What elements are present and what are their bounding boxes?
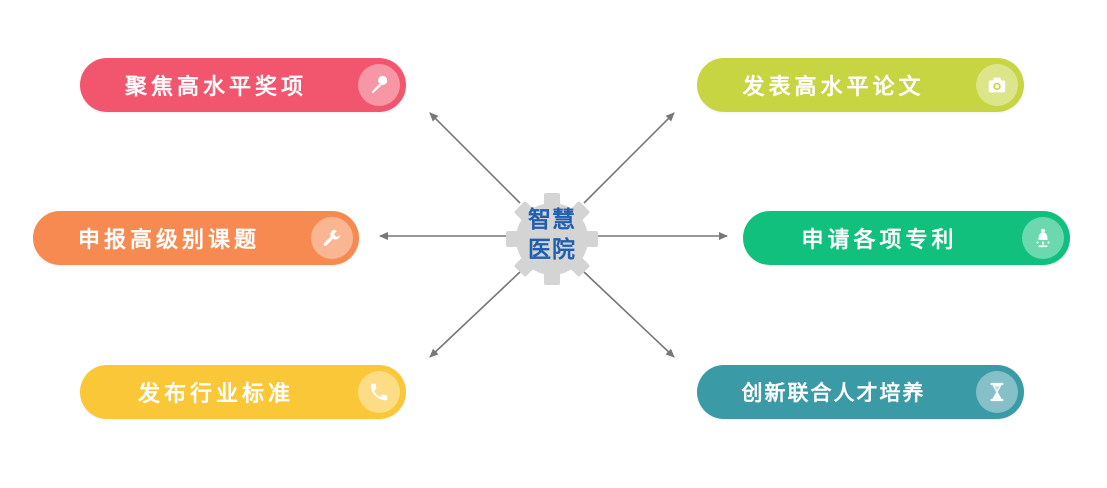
gear-icon [506, 193, 598, 285]
node-patents-label: 申请各项专利 [801, 228, 958, 253]
arrow-to-awards [429, 112, 521, 204]
hub-title-line1: 智慧 [528, 207, 576, 233]
lamp-icon [1022, 217, 1064, 259]
node-talent-label: 创新联合人才培养 [741, 381, 926, 405]
node-standards: 发布行业标准 [80, 365, 406, 419]
node-awards-label: 聚焦高水平奖项 [124, 75, 307, 100]
node-papers-label: 发表高水平论文 [742, 75, 925, 100]
node-standards-label: 发布行业标准 [137, 382, 294, 407]
node-awards: 聚焦高水平奖项 [80, 58, 406, 112]
wrench-icon [311, 217, 353, 259]
node-patents: 申请各项专利 [743, 211, 1070, 265]
node-topics: 申报高级别课题 [33, 211, 359, 265]
node-papers: 发表高水平论文 [697, 58, 1024, 112]
arrow-to-papers [583, 112, 675, 204]
hub-title-line2: 医院 [528, 237, 576, 263]
phone-icon [358, 371, 400, 413]
node-talent: 创新联合人才培养 [697, 365, 1024, 419]
hub-node: 智慧 医院 [506, 193, 598, 285]
hub-title: 智慧 医院 [506, 205, 598, 265]
hourglass-icon [976, 371, 1018, 413]
camera-icon [976, 64, 1018, 106]
node-topics-label: 申报高级别课题 [77, 228, 260, 253]
microphone-icon [358, 64, 400, 106]
